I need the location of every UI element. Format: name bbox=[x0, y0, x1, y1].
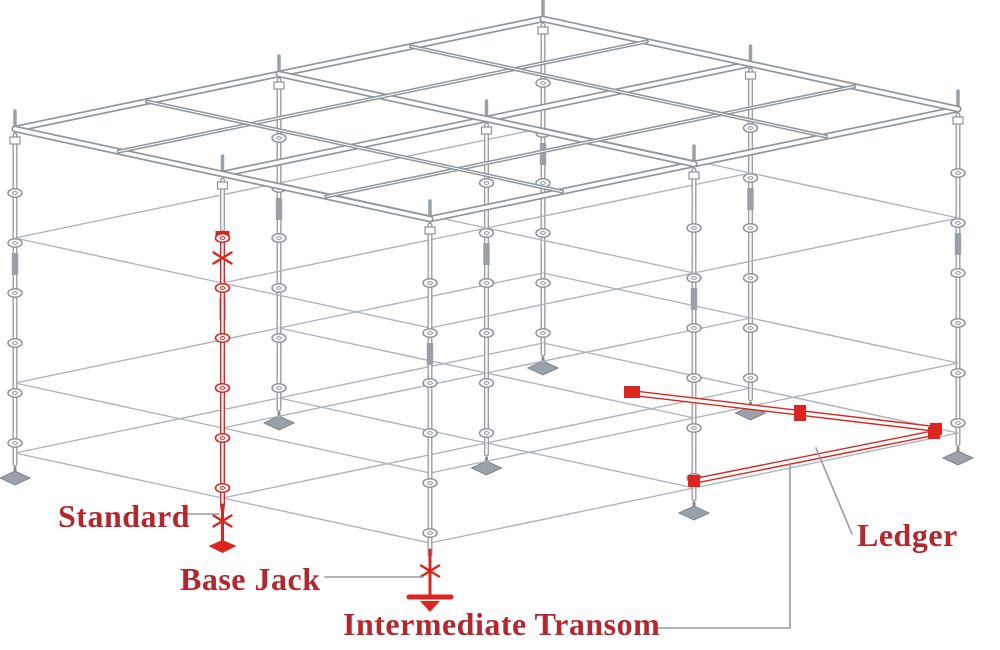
label-base-jack: Base Jack bbox=[180, 561, 321, 597]
leader-lines bbox=[184, 447, 853, 629]
base-jack-highlight bbox=[406, 548, 454, 612]
label-intermediate-transom: Intermediate Transom bbox=[343, 606, 661, 642]
top-beams bbox=[11, 15, 962, 223]
label-standard: Standard bbox=[58, 498, 191, 534]
intermediate-transom-highlight bbox=[688, 427, 940, 487]
gray-structure bbox=[0, 0, 975, 557]
ledger-highlight bbox=[624, 386, 942, 435]
standard-highlight bbox=[208, 230, 237, 553]
label-ledger: Ledger bbox=[857, 517, 958, 553]
